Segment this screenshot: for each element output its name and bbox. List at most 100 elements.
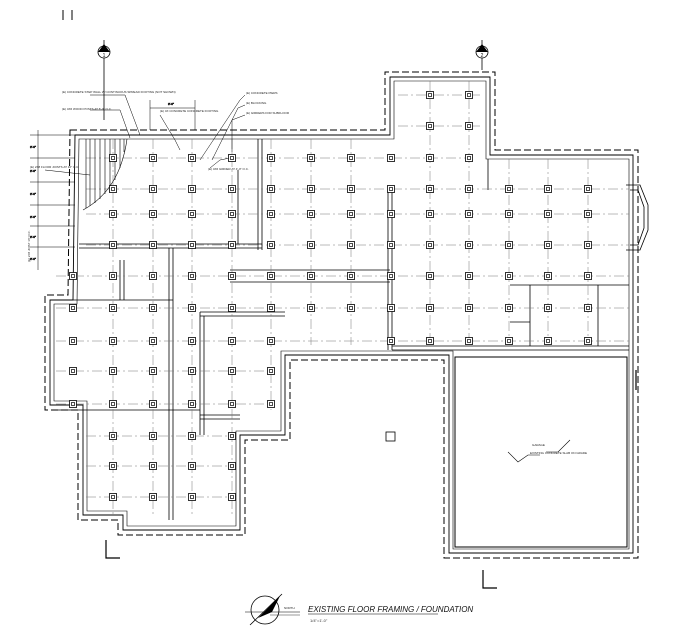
concrete-pier [584,185,592,193]
concrete-pier [149,304,157,312]
concrete-pier [267,337,275,345]
concrete-pier [188,432,196,440]
concrete-pier [228,493,236,501]
concrete-pier [69,272,77,280]
dimension-string: 3'-0" 3'-0" 3'-0" 3'-0" 3'-0" 3'-0" [30,130,75,270]
concrete-pier [387,210,395,218]
concrete-pier [465,185,473,193]
concrete-pier [188,154,196,162]
concrete-pier [109,493,117,501]
title-block: NORTH EXISTING FLOOR FRAMING / FOUNDATIO… [245,593,473,626]
concrete-pier [149,493,157,501]
concrete-pier [188,337,196,345]
girder-lines [54,139,629,520]
dim-label: 3'-0" [30,145,36,149]
section-marker-left: 1 [97,40,111,120]
note-footing: (E) BLOCKING [246,101,267,105]
concrete-pier [69,304,77,312]
dim-label: 3'-0" [30,215,36,219]
stair-area [82,138,128,211]
concrete-pier [267,400,275,408]
corner-ticks [62,10,73,20]
concrete-pier [228,185,236,193]
section-marker-right: 2 [475,40,489,70]
concrete-pier [307,272,315,280]
concrete-piers [69,91,592,501]
concrete-pier [347,210,355,218]
drawing-scale: 1/4"=1'-0" [310,618,328,623]
concrete-pier [267,210,275,218]
top-dim-label: 3'-0" [168,102,174,106]
concrete-pier [347,185,355,193]
concrete-pier [307,185,315,193]
concrete-pier [465,154,473,162]
concrete-pier [505,272,513,280]
concrete-pier [387,272,395,280]
concrete-pier [69,400,77,408]
concrete-pier [149,337,157,345]
isolated-pier [385,431,396,442]
concrete-pier [387,337,395,345]
note-dim: (E) 2X8 JOIST 16" O.C. [27,230,31,262]
concrete-pier [307,304,315,312]
concrete-pier [465,91,473,99]
concrete-pier [149,272,157,280]
concrete-pier [228,304,236,312]
concrete-pier [149,241,157,249]
concrete-pier [109,185,117,193]
concrete-pier [267,367,275,375]
drawing-title: EXISTING FLOOR FRAMING / FOUNDATION [308,605,473,614]
concrete-pier [228,400,236,408]
concrete-pier [584,337,592,345]
concrete-pier [69,367,77,375]
concrete-pier [426,91,434,99]
concrete-pier [505,185,513,193]
north-label: NORTH [284,606,295,610]
concrete-pier [584,241,592,249]
concrete-pier [307,241,315,249]
concrete-pier [109,210,117,218]
concrete-pier [426,154,434,162]
concrete-pier [188,210,196,218]
concrete-pier [387,154,395,162]
corner-leaders [105,540,497,589]
concrete-pier [465,337,473,345]
concrete-pier [188,241,196,249]
top-dimension: 3'-0" [149,100,196,130]
section-marker-right-label: 2 [481,53,484,59]
concrete-pier [149,154,157,162]
concrete-pier [267,185,275,193]
concrete-pier [109,241,117,249]
joist-centerlines [56,81,629,515]
concrete-pier [426,272,434,280]
concrete-pier [347,241,355,249]
concrete-pier [347,272,355,280]
concrete-pier [347,304,355,312]
concrete-pier [426,122,434,130]
section-marker-left-label: 1 [103,53,106,59]
concrete-pier [307,154,315,162]
bay-window [626,184,649,251]
concrete-pier [109,154,117,162]
note-concrete: (E) 4X CONCRETE CONCRETE FOOTING [160,109,219,113]
concrete-pier [544,337,552,345]
dim-label: 3'-0" [30,192,36,196]
concrete-pier [544,185,552,193]
concrete-pier [505,210,513,218]
concrete-pier [188,493,196,501]
note-joist: (E) 2X8 FLOOR JOISTS AT 16" O.C. [30,165,79,169]
concrete-pier [228,337,236,345]
concrete-pier [228,154,236,162]
concrete-pier [584,304,592,312]
concrete-pier [228,432,236,440]
concrete-pier [149,400,157,408]
concrete-pier [267,272,275,280]
callouts [44,94,246,176]
concrete-pier [505,337,513,345]
concrete-pier [426,337,434,345]
concrete-pier [387,304,395,312]
concrete-pier [584,272,592,280]
concrete-pier [228,367,236,375]
north-arrow-icon [250,595,280,625]
